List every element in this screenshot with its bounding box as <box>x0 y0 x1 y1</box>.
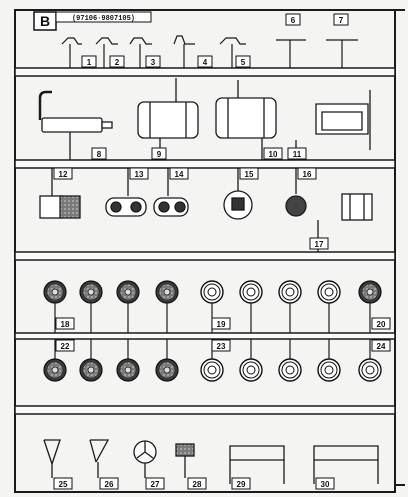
wheel <box>317 280 341 304</box>
svg-text:22: 22 <box>61 342 70 351</box>
part-tag-22: 22 <box>55 339 75 352</box>
part-tag-27: 27 <box>145 477 165 490</box>
svg-text:1: 1 <box>87 58 92 67</box>
part-tag-12: 12 <box>53 167 73 180</box>
part-tag-17: 17 <box>309 237 329 250</box>
svg-text:16: 16 <box>303 170 312 179</box>
svg-text:30: 30 <box>321 480 330 489</box>
svg-text:20: 20 <box>377 320 386 329</box>
svg-text:3: 3 <box>151 58 156 67</box>
part-tags: 1 2 3 4 5 6 7 8 9 10 11 12 13 14 15 16 1… <box>53 13 391 490</box>
wheel <box>79 358 103 382</box>
part-tag-11: 11 <box>287 147 307 160</box>
part-tag-23: 23 <box>211 339 231 352</box>
svg-text:4: 4 <box>203 58 208 67</box>
part-tag-19: 19 <box>211 317 231 330</box>
wheel <box>278 280 302 304</box>
svg-text:11: 11 <box>293 150 302 159</box>
part-tag-7: 7 <box>333 13 349 26</box>
row-3-parts <box>39 168 373 252</box>
wheel <box>155 280 179 304</box>
part-tag-5: 5 <box>235 55 251 68</box>
sprue-frame <box>14 9 396 493</box>
svg-text:29: 29 <box>237 480 246 489</box>
svg-text:28: 28 <box>193 480 202 489</box>
svg-text:17: 17 <box>315 240 324 249</box>
part-tag-14: 14 <box>169 167 189 180</box>
svg-text:19: 19 <box>217 320 226 329</box>
wheel <box>200 280 224 304</box>
part-tag-13: 13 <box>129 167 149 180</box>
svg-text:27: 27 <box>151 480 160 489</box>
part-tag-9: 9 <box>151 147 167 160</box>
part-tag-6: 6 <box>285 13 301 26</box>
svg-text:7: 7 <box>339 16 344 25</box>
svg-text:24: 24 <box>377 342 386 351</box>
part-tag-16: 16 <box>297 167 317 180</box>
wheel <box>200 358 224 382</box>
wheel <box>278 358 302 382</box>
part-tag-4: 4 <box>197 55 213 68</box>
svg-text:8: 8 <box>97 150 102 159</box>
wheel <box>116 358 140 382</box>
runners <box>14 67 396 415</box>
svg-text:13: 13 <box>135 170 144 179</box>
part-tag-20: 20 <box>371 317 391 330</box>
wheel <box>358 280 382 304</box>
svg-text:12: 12 <box>59 170 68 179</box>
part-tag-3: 3 <box>145 55 161 68</box>
wheel <box>358 358 382 382</box>
svg-text:15: 15 <box>245 170 254 179</box>
part-tag-25: 25 <box>53 477 73 490</box>
wheel <box>155 358 179 382</box>
row-5-wheels <box>43 358 382 382</box>
part-tag-15: 15 <box>239 167 259 180</box>
part-tag-8: 8 <box>91 147 107 160</box>
svg-text:26: 26 <box>105 480 114 489</box>
svg-text:6: 6 <box>291 16 296 25</box>
svg-text:23: 23 <box>217 342 226 351</box>
sheet-header: B (97106·9807105) <box>33 11 152 31</box>
part-tag-18: 18 <box>55 317 75 330</box>
wheel <box>43 358 67 382</box>
row-4-wheels <box>43 280 382 304</box>
part-tag-28: 28 <box>187 477 207 490</box>
part-tag-26: 26 <box>99 477 119 490</box>
svg-text:25: 25 <box>59 480 68 489</box>
svg-text:18: 18 <box>61 320 70 329</box>
wheel <box>43 280 67 304</box>
row-2-parts <box>38 78 371 160</box>
wheel <box>79 280 103 304</box>
row-1-parts <box>61 35 358 68</box>
wheel <box>116 280 140 304</box>
svg-text:9: 9 <box>157 150 162 159</box>
svg-text:5: 5 <box>241 58 246 67</box>
part-tag-24: 24 <box>371 339 391 352</box>
wheel <box>239 358 263 382</box>
sheet-code: (97106·9807105) <box>72 15 135 23</box>
part-tag-30: 30 <box>315 477 335 490</box>
row-6-parts <box>43 439 379 484</box>
part-tag-2: 2 <box>109 55 125 68</box>
part-tag-1: 1 <box>81 55 97 68</box>
svg-text:14: 14 <box>175 170 184 179</box>
part-tag-29: 29 <box>231 477 251 490</box>
sheet-letter: B <box>40 13 50 29</box>
svg-text:10: 10 <box>269 150 278 159</box>
wheel <box>317 358 341 382</box>
part-tag-10: 10 <box>263 147 283 160</box>
wheel <box>239 280 263 304</box>
svg-text:2: 2 <box>115 58 120 67</box>
